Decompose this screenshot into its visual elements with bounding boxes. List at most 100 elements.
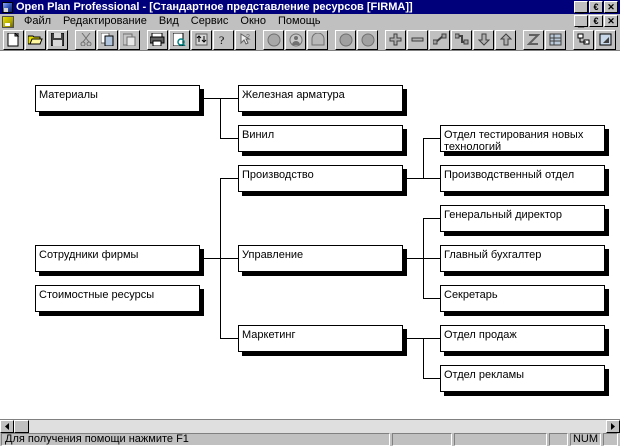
fullscreen-icon [596, 31, 615, 49]
filled-circle-button[interactable] [335, 29, 356, 50]
close-button[interactable]: ✕ [604, 1, 618, 13]
connector-line [204, 98, 221, 99]
node-otdel-testirovaniya[interactable]: Отдел тестирования новых технологий [440, 125, 605, 153]
node-materialy[interactable]: Материалы [35, 85, 200, 112]
mdi-restore-button[interactable]: € [589, 15, 603, 27]
diagram-client-area[interactable]: Материалы Сотрудники фирмы Стоимостные р… [0, 51, 620, 419]
new-file-button[interactable] [3, 29, 24, 50]
connector-line [423, 218, 441, 219]
connector-line [220, 338, 238, 339]
node-sotrudniki[interactable]: Сотрудники фирмы [35, 245, 200, 272]
node-vinil[interactable]: Винил [238, 125, 403, 152]
layout-button[interactable] [573, 29, 594, 50]
layout-icon [574, 31, 593, 49]
sort-button[interactable] [191, 29, 212, 50]
connector-line [220, 258, 238, 259]
node-sekretar[interactable]: Секретарь [440, 285, 605, 312]
title-bar: Open Plan Professional - [Стандартное пр… [0, 0, 620, 15]
scroll-left-button[interactable] [0, 420, 14, 433]
window-controls: _ € ✕ [574, 1, 618, 15]
status-message: Для получения помощи нажмите F1 [1, 433, 390, 446]
help-button[interactable]: ? [213, 29, 234, 50]
filled-circle-2-button[interactable] [357, 29, 378, 50]
connector-line [423, 378, 441, 379]
move-down-icon [474, 31, 493, 49]
node-marketing[interactable]: Маркетинг [238, 325, 403, 352]
horizontal-scrollbar[interactable] [0, 419, 620, 433]
svg-text:?: ? [219, 33, 224, 46]
menu-bar: Файл Редактирование Вид Сервис Окно Помо… [0, 14, 620, 29]
move-down-button[interactable] [473, 29, 494, 50]
connector-line [423, 338, 424, 379]
sort-icon [192, 31, 211, 49]
node-glavnyy-buhgalter[interactable]: Главный бухгалтер [440, 245, 605, 272]
node-label: Железная арматура [242, 89, 345, 101]
chevron-right-icon [610, 423, 615, 430]
fullscreen-button[interactable] [595, 29, 616, 50]
unlink-icon [452, 31, 471, 49]
close-icon: ✕ [607, 2, 615, 12]
menu-item-help[interactable]: Помощь [277, 15, 321, 27]
paste-button[interactable] [119, 29, 140, 50]
menu-item-view[interactable]: Вид [158, 15, 179, 27]
link-button[interactable] [429, 29, 450, 50]
save-button[interactable] [47, 29, 68, 50]
copy-button[interactable] [97, 29, 118, 50]
menu-item-window[interactable]: Окно [240, 15, 266, 27]
mdi-document-icon[interactable] [2, 15, 14, 28]
node-upravlenie[interactable]: Управление [238, 245, 403, 272]
scrollbar-track[interactable] [14, 420, 606, 433]
chevron-left-icon [4, 423, 9, 430]
mdi-minimize-button[interactable]: _ [574, 15, 588, 29]
unlink-button[interactable] [451, 29, 472, 50]
resource-shape-button[interactable] [307, 29, 328, 50]
table-button[interactable] [545, 29, 566, 50]
connector-line [407, 338, 424, 339]
new-file-icon [4, 31, 23, 49]
scrollbar-thumb[interactable] [14, 420, 29, 433]
menu-item-service[interactable]: Сервис [190, 15, 229, 27]
zigzag-icon [524, 31, 543, 49]
menu-item-file[interactable]: Файл [24, 15, 52, 27]
help-arrow-icon: ? [236, 31, 255, 49]
node-proizvodstvo[interactable]: Производство [238, 165, 403, 192]
print-button[interactable] [147, 29, 168, 50]
toolbar: ? ? [0, 29, 620, 51]
zigzag-button[interactable] [523, 29, 544, 50]
open-folder-button[interactable] [25, 29, 46, 50]
plus-icon [386, 31, 405, 49]
status-panel-3 [549, 433, 568, 446]
maximize-icon: € [593, 2, 599, 12]
cut-scissors-icon [76, 31, 95, 49]
add-button[interactable] [385, 29, 406, 50]
maximize-button[interactable]: € [589, 1, 603, 13]
node-generalnyy-direktor[interactable]: Генеральный директор [440, 205, 605, 232]
node-otdel-reklamy[interactable]: Отдел рекламы [440, 365, 605, 392]
print-preview-button[interactable] [169, 29, 190, 50]
move-up-icon [496, 31, 515, 49]
help-arrow-button[interactable]: ? [235, 29, 256, 50]
move-up-button[interactable] [495, 29, 516, 50]
node-stoimostnye[interactable]: Стоимостные ресурсы [35, 285, 200, 312]
connector-line [220, 98, 238, 99]
resource-person-button[interactable] [285, 29, 306, 50]
connector-line [220, 138, 238, 139]
node-armatura[interactable]: Железная арматура [238, 85, 403, 112]
status-panel-2 [454, 433, 547, 446]
node-otdel-prodazh[interactable]: Отдел продаж [440, 325, 605, 352]
resource-person-icon [286, 31, 305, 49]
app-icon [2, 1, 13, 13]
resource-circle-button[interactable] [263, 29, 284, 50]
node-label: Главный бухгалтер [444, 249, 542, 261]
node-label: Генеральный директор [444, 209, 562, 221]
node-proizvodstvennyy-otdel[interactable]: Производственный отдел [440, 165, 605, 192]
filled-circle-icon [336, 31, 355, 49]
mdi-close-button[interactable]: ✕ [604, 15, 618, 27]
remove-button[interactable] [407, 29, 428, 50]
minus-icon [408, 31, 427, 49]
menu-item-edit[interactable]: Редактирование [63, 15, 147, 27]
scroll-right-button[interactable] [606, 420, 620, 433]
cut-button[interactable] [75, 29, 96, 50]
node-label: Материалы [39, 89, 98, 101]
minimize-button[interactable]: _ [574, 1, 588, 15]
